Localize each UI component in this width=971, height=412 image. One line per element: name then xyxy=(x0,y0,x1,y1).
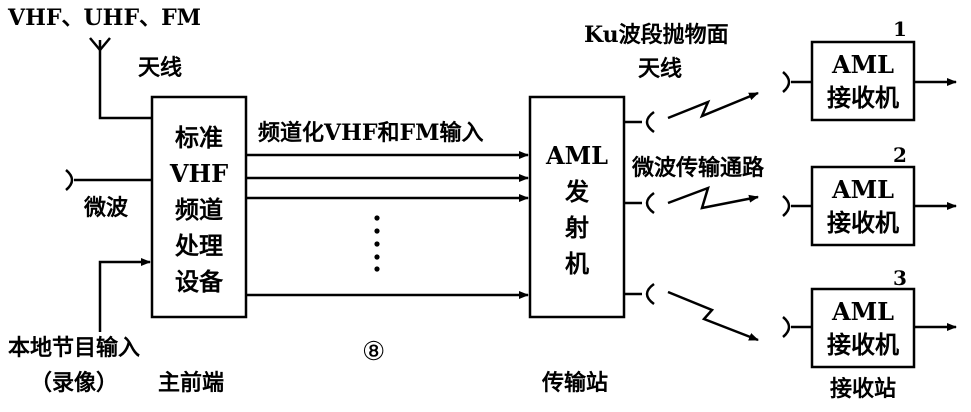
transmitter-line-4: 机 xyxy=(565,249,589,278)
microwave-dish-icon xyxy=(65,169,152,191)
receiver-3-line-2: 接收机 xyxy=(827,330,899,359)
channel-lines xyxy=(246,151,529,299)
receiver-1-line-2: 接收机 xyxy=(827,83,899,112)
processor-line-2: VHF xyxy=(169,159,228,188)
channelized-input-label: 频道化VHF和FM输入 xyxy=(258,120,483,146)
antenna-icon xyxy=(89,37,152,120)
transmitter-line-2: 发 xyxy=(564,177,589,206)
microwave-path-label: 微波传输通路 xyxy=(631,155,765,181)
receiver-2-dish-icon xyxy=(782,195,812,217)
ku-antenna-label-2: 天线 xyxy=(638,56,682,82)
microwave-link-bolts xyxy=(667,91,759,342)
processor-line-3: 频道 xyxy=(175,195,223,224)
processor-line-5: 设备 xyxy=(175,267,224,296)
receiver-2-line-2: 接收机 xyxy=(827,208,899,237)
processor-line-4: 处理 xyxy=(174,231,223,260)
transmitter-box xyxy=(528,95,626,319)
recording-label: （录像） xyxy=(30,370,118,396)
headend-label: 主前端 xyxy=(158,370,224,396)
ku-antenna-label-1: Ku波段抛物面 xyxy=(584,22,729,48)
transmit-dish-icons xyxy=(624,110,655,306)
receiver-2-line-1: AML xyxy=(831,175,894,204)
receiver-1-line-1: AML xyxy=(831,50,894,79)
transmit-station-label: 传输站 xyxy=(541,370,608,396)
microwave-label: 微波 xyxy=(83,195,129,221)
receiver-1-number: 1 xyxy=(893,17,907,41)
receiver-1-dish-icon xyxy=(782,71,812,93)
transmitter-line-3: 射 xyxy=(564,213,589,242)
processor-line-1: 标准 xyxy=(175,123,223,152)
receiver-3-dish-icon xyxy=(782,316,812,338)
antenna-label: 天线 xyxy=(138,55,182,81)
receiver-2-number: 2 xyxy=(893,143,907,167)
receive-station-label: 接收站 xyxy=(830,376,896,402)
transmitter-line-1: AML xyxy=(545,141,608,170)
local-program-label: 本地节目输入 xyxy=(8,335,140,361)
ellipsis-dots xyxy=(374,215,380,272)
local-input-line xyxy=(98,258,151,332)
receiver-3-line-1: AML xyxy=(831,297,894,326)
processor-box xyxy=(150,95,248,319)
antenna-bands-label: VHF、UHF、FM xyxy=(7,5,201,31)
receiver-3-number: 3 xyxy=(893,266,907,290)
figure-number: ⑧ xyxy=(362,337,385,367)
